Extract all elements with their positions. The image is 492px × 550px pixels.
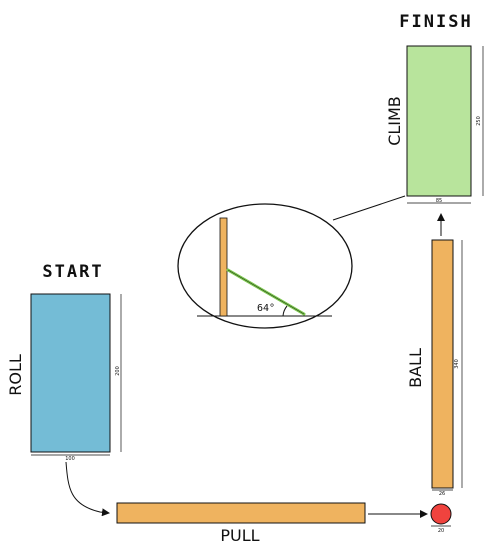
pull-plank xyxy=(116,502,366,524)
ball-height-dimension: 340 xyxy=(454,359,460,369)
inset-ramp-edge xyxy=(227,269,305,315)
ball-label: BALL xyxy=(406,348,425,388)
climb-wall xyxy=(406,45,472,197)
target-width-dimension: 20 xyxy=(438,528,444,534)
target-ball xyxy=(430,503,452,525)
pull-label: PULL xyxy=(220,526,259,545)
roll-mat xyxy=(30,293,111,453)
start-heading: START xyxy=(42,262,103,282)
ball-plank xyxy=(431,239,454,489)
roll-to-pull-arrow xyxy=(65,461,110,517)
inset-angle-arc xyxy=(282,305,288,317)
target-station: 20 xyxy=(430,503,452,534)
inset-wall-post xyxy=(219,217,228,317)
inset-angle-label: 64° xyxy=(257,303,275,314)
ball-station: 26 340 BALL xyxy=(406,239,463,497)
climb-station: 85 250 CLIMB xyxy=(385,45,484,204)
climb-height-dimension: 250 xyxy=(476,116,482,126)
inset-callout-line xyxy=(332,195,406,221)
roll-height-dimension: 200 xyxy=(115,366,121,376)
roll-station: 100 200 ROLL xyxy=(6,293,122,462)
climb-label: CLIMB xyxy=(385,96,404,146)
climb-width-dimension: 85 xyxy=(436,198,442,204)
finish-heading: FINISH xyxy=(399,12,472,32)
roll-width-dimension: 100 xyxy=(65,456,75,462)
pull-station: PULL xyxy=(116,502,366,545)
roll-label: ROLL xyxy=(6,354,25,396)
ball-width-dimension: 26 xyxy=(439,491,445,497)
inset-detail: 64° xyxy=(177,203,353,329)
